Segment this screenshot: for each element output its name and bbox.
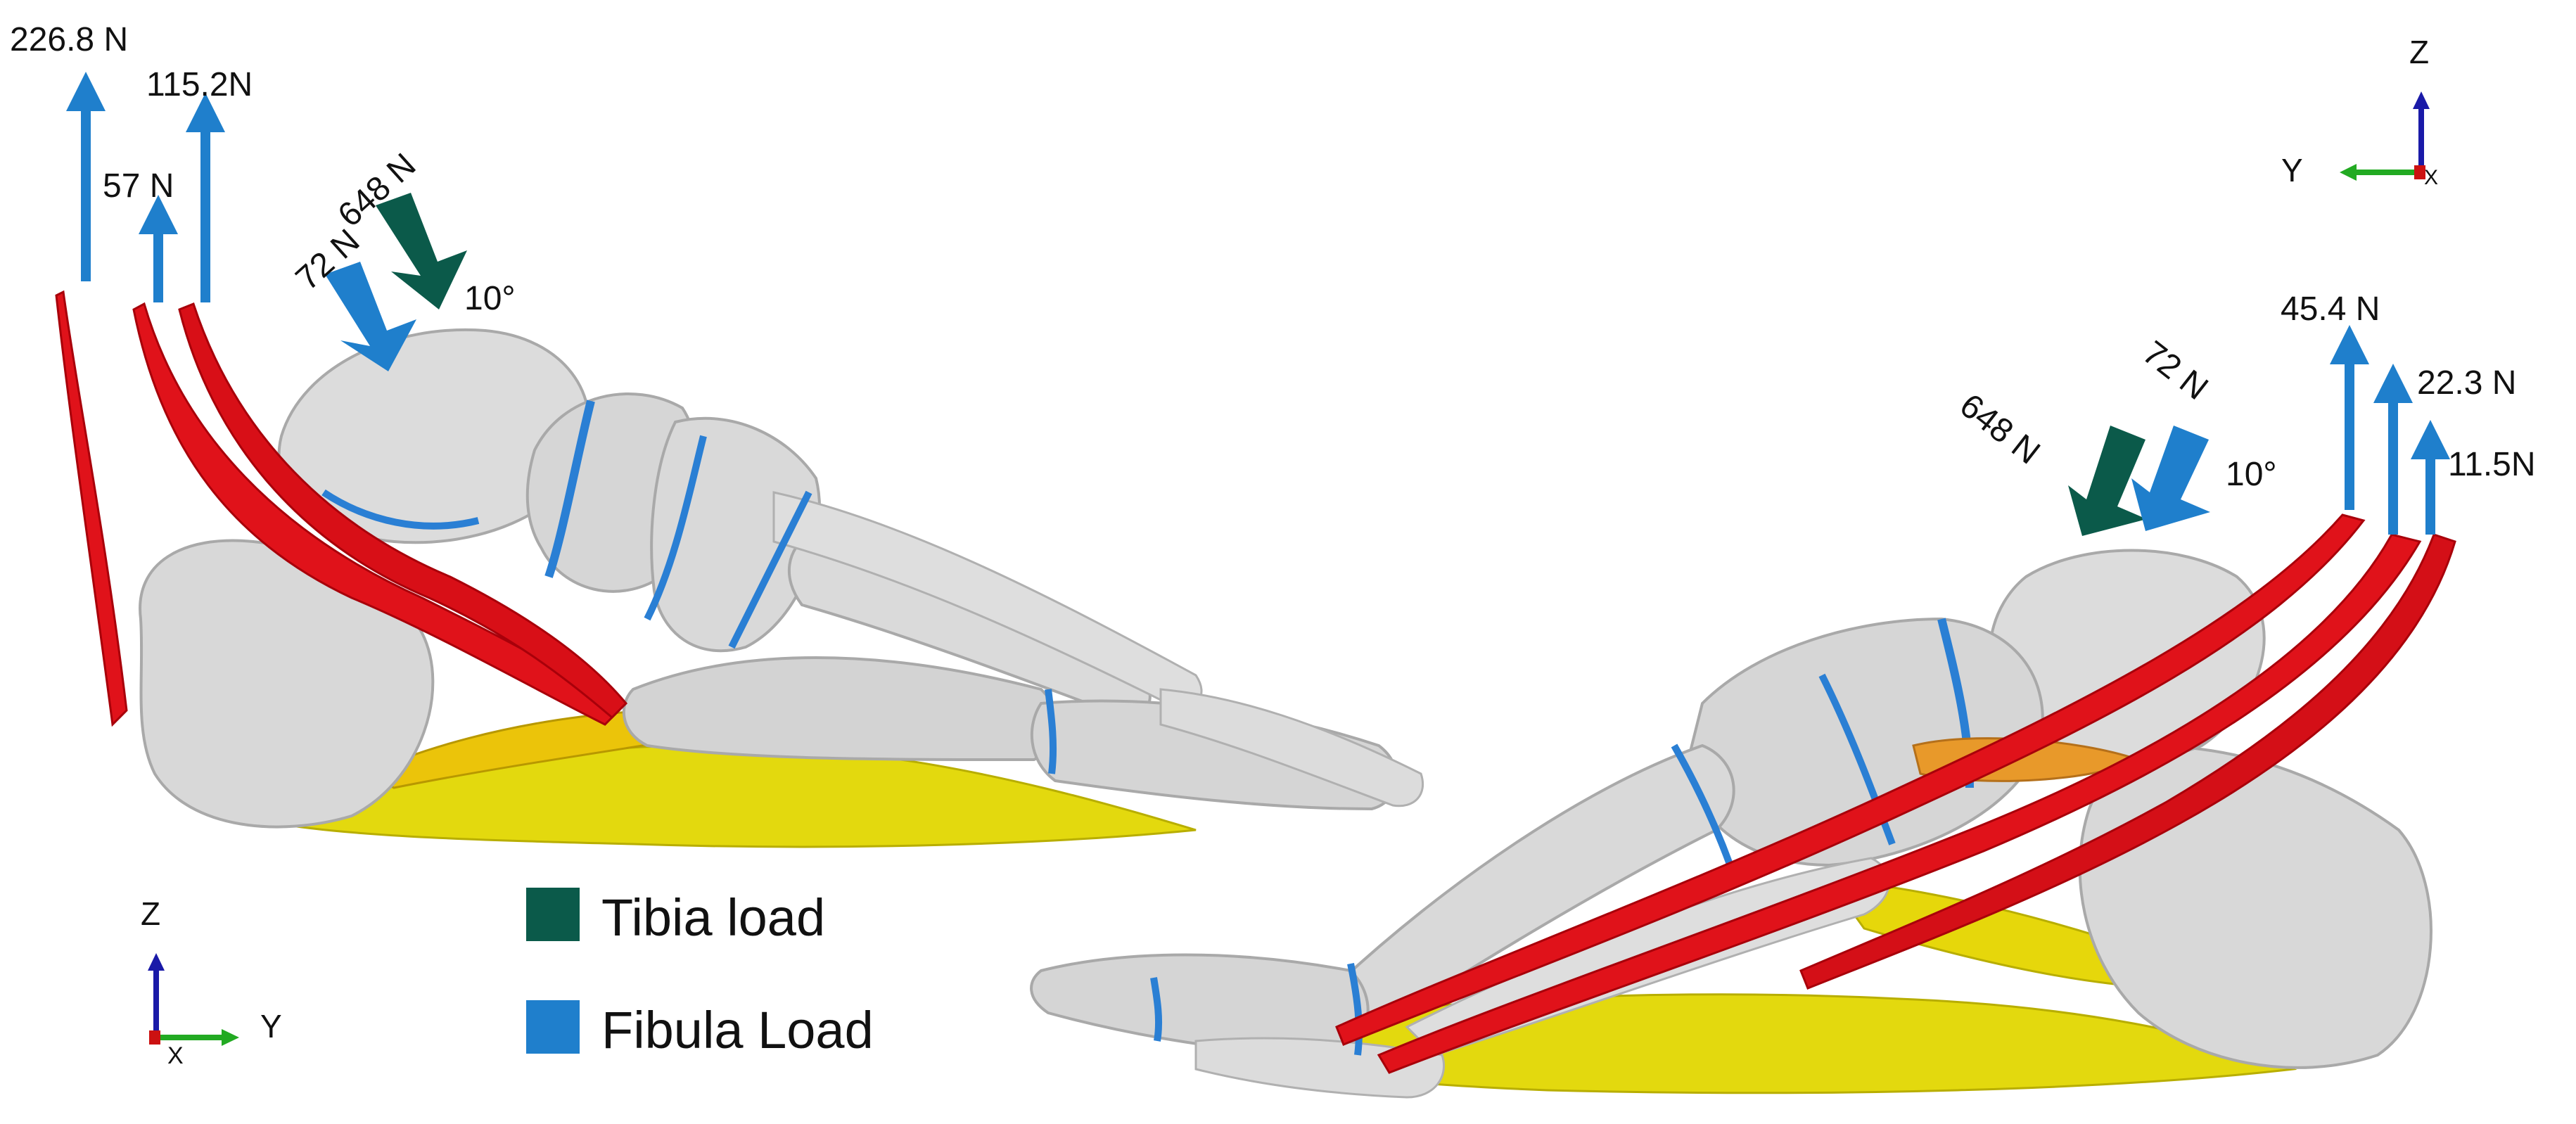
left-cartilage-joint-2 (644, 435, 707, 621)
left-cartilage-joint-1 (544, 400, 595, 578)
left-fibula-load-arrow (325, 262, 416, 371)
left-axis-triad: Z Y X (141, 895, 282, 1069)
right-cartilage-joint-5 (1150, 977, 1163, 1042)
left-calcaneus (139, 539, 435, 829)
legend: Tibia load Fibula Load (526, 888, 874, 1059)
right-foot-model (1030, 513, 2456, 1099)
legend-tibia-swatch (526, 888, 580, 941)
right-angle-label: 10° (2226, 456, 2277, 493)
left-cartilage-joint-5 (321, 489, 480, 530)
left-force-label-3: 115.2N (146, 66, 253, 103)
legend-tibia-label: Tibia load (601, 888, 825, 947)
left-triad-y-label: Y (260, 1008, 282, 1045)
right-calcaneus (2078, 743, 2432, 1069)
left-cartilage-joint-4 (1045, 689, 1057, 774)
right-axis-triad: Z Y X (2281, 34, 2438, 189)
right-fibula-load-label: 72 N (2136, 334, 2215, 407)
right-triad-x-label: X (2424, 166, 2438, 189)
left-tibia-load-arrow (376, 193, 467, 309)
right-fibula-load-arrow (2131, 426, 2210, 531)
right-cartilage-joint-4 (1347, 963, 1363, 1056)
left-triad-x-axis (149, 1030, 160, 1045)
right-triad-x-axis (2414, 165, 2425, 179)
right-triad-y-arrowhead (2340, 164, 2357, 181)
right-triad-y-label: Y (2281, 152, 2303, 189)
right-triad-z-label: Z (2409, 34, 2429, 70)
left-force-arrows: 226.8 N 57 N 115.2N 72 N 648 N 10° (10, 21, 516, 371)
right-tibia-load-arrow (2068, 426, 2147, 536)
right-tibia-load-label: 648 N (1953, 387, 2047, 472)
left-cartilage-joint-3 (728, 490, 812, 649)
left-metatarsal-1 (623, 656, 1061, 762)
right-triad-z-arrowhead (2413, 91, 2430, 109)
left-angle-label: 10° (464, 280, 516, 317)
left-force-label-1: 226.8 N (10, 21, 128, 58)
left-triad-y-arrowhead (222, 1029, 239, 1046)
right-force-label-2: 22.3 N (2417, 364, 2516, 402)
left-foot-model (55, 290, 1424, 848)
legend-fibula-label: Fibula Load (601, 1001, 874, 1059)
right-force-arrows: 45.4 N 22.3 N 11.5N 648 N 72 N 10° (1953, 290, 2536, 536)
left-triad-x-label: X (167, 1042, 184, 1069)
left-triad-z-label: Z (141, 895, 160, 932)
left-force-label-2: 57 N (103, 167, 174, 205)
right-force-label-1: 45.4 N (2281, 290, 2380, 328)
right-tendon-2 (1377, 533, 2422, 1074)
left-toes (1159, 688, 1424, 807)
right-force-label-3: 11.5N (2448, 446, 2536, 483)
right-tendon-1 (1335, 513, 2366, 1046)
legend-fibula-swatch (526, 1000, 580, 1054)
left-tendon-3 (178, 302, 628, 720)
right-tendon-3 (1799, 533, 2456, 990)
left-tendon-1 (55, 290, 128, 727)
left-triad-z-arrowhead (148, 953, 165, 971)
